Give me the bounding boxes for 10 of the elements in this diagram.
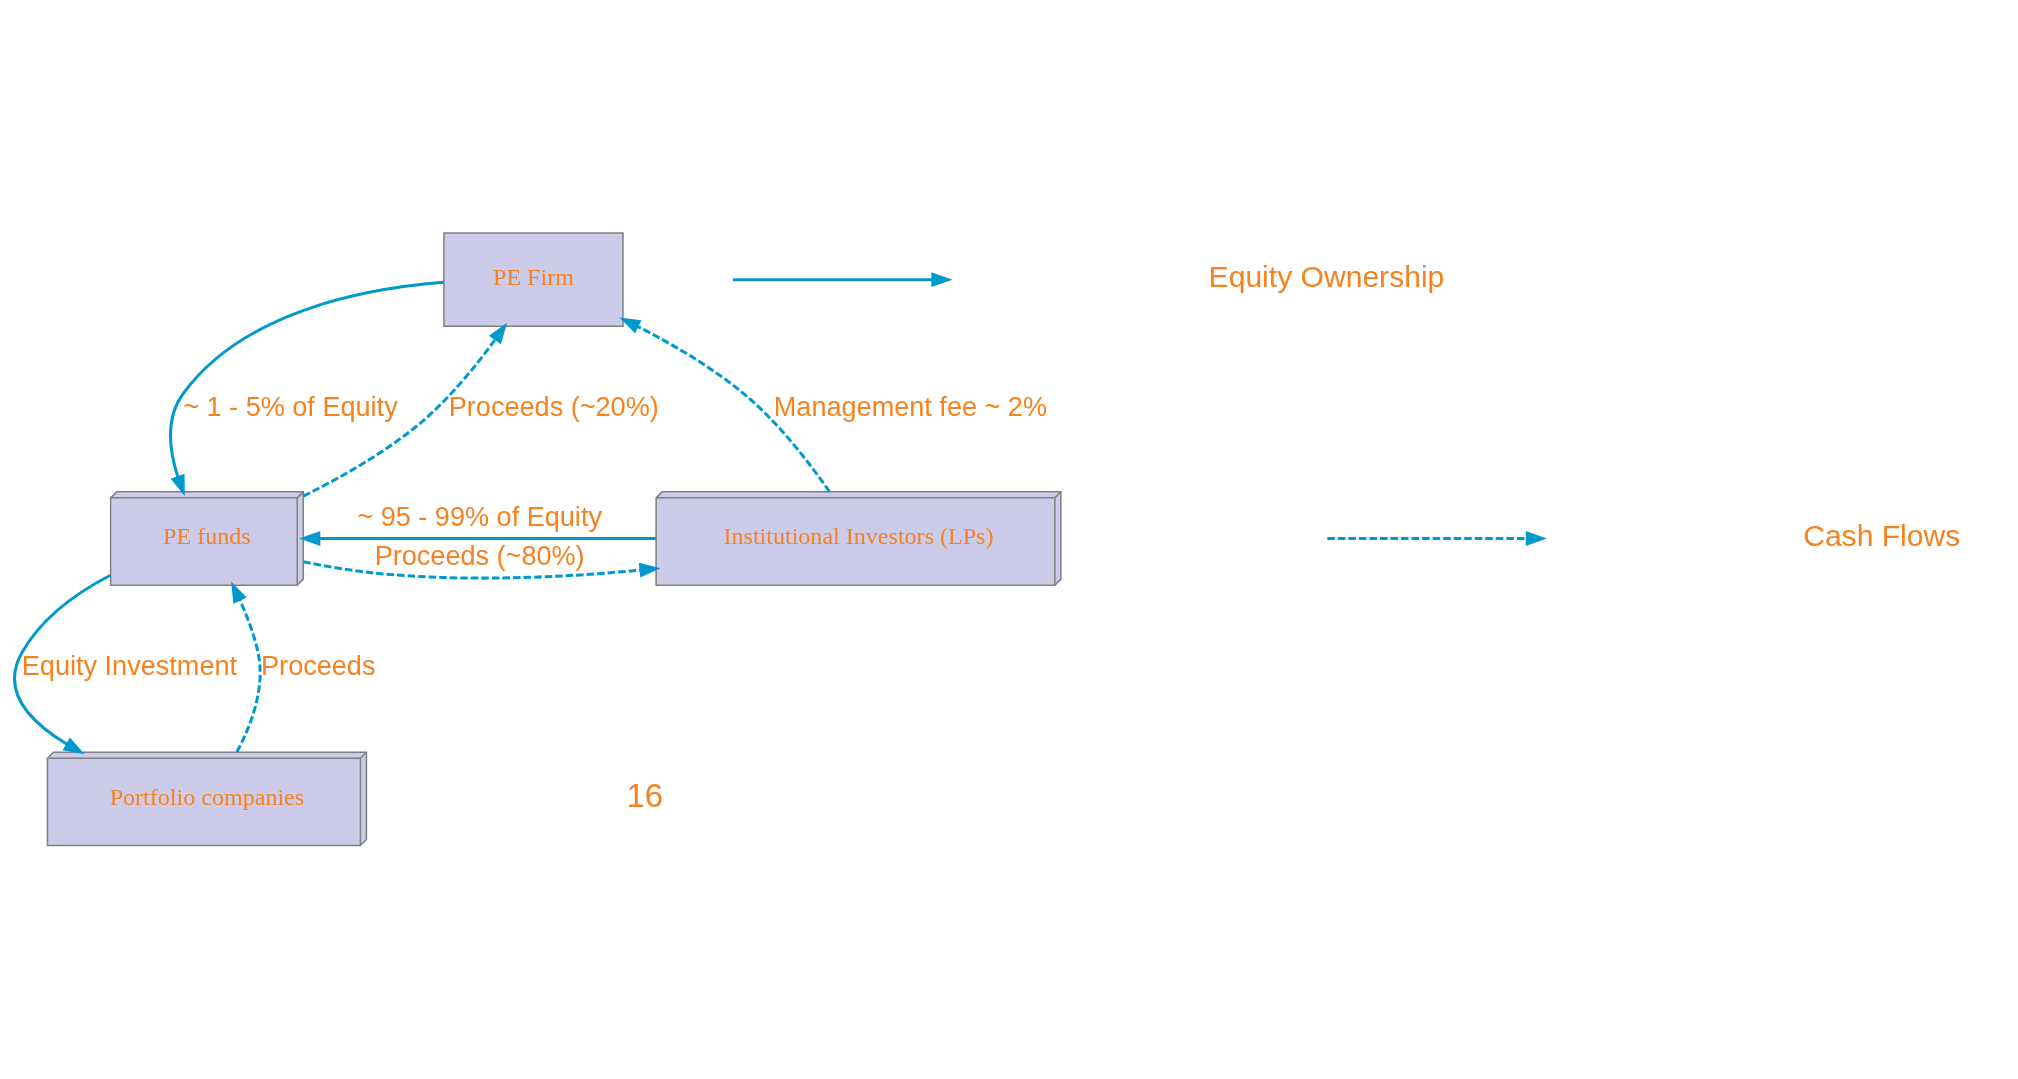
label: 16 — [626, 776, 664, 814]
edge-label: Management fee ~ 2% — [773, 390, 1048, 422]
legend-label: Cash Flows — [1803, 518, 1961, 552]
legend-label: Equity Ownership — [1208, 259, 1445, 293]
edge-label: ~ 1 - 5% of Equity — [183, 390, 398, 422]
edge-label: Proceeds (~80%) — [374, 539, 585, 571]
edge-label: Proceeds (~20%) — [448, 390, 659, 422]
edge-label: Equity Investment — [21, 649, 238, 681]
edge-label: Proceeds — [261, 649, 376, 681]
edge-label: ~ 95 - 99% of Equity — [357, 500, 602, 532]
